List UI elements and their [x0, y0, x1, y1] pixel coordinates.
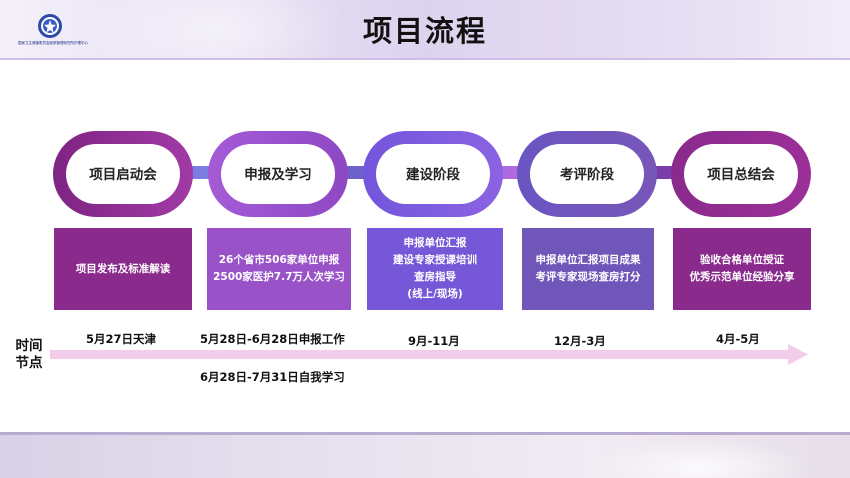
stage-detail-line: 26个省市506家单位申报: [218, 254, 340, 266]
stage-detail-line: 优秀示范单位经验分享: [689, 271, 795, 283]
footer-banner: [0, 432, 850, 478]
ring-1: [53, 131, 193, 217]
stage-detail-line: 考评专家现场查房打分: [535, 271, 641, 283]
stage-detail-3: 申报单位汇报 建设专家授课培训 查房指导 (线上/现场): [367, 228, 503, 310]
timeline-label-line: 节点: [15, 355, 43, 371]
ring-4: [517, 131, 657, 217]
stage-detail-line: 验收合格单位授证: [700, 254, 784, 266]
date-stage-3: 9月-11月: [408, 334, 460, 348]
stage-detail-2: 26个省市506家单位申报 2500家医护7.7万人次学习: [207, 228, 351, 310]
stage-label-1: 项目启动会: [89, 167, 157, 183]
stage-label-3: 建设阶段: [406, 167, 460, 183]
footer-decoration: [590, 438, 810, 478]
date-stage-2b: 6月28日-7月31日自我学习: [200, 370, 345, 384]
stage-detail-line: 申报单位汇报项目成果: [535, 254, 641, 266]
stage-label-4: 考评阶段: [560, 167, 614, 183]
stage-label-5: 项目总结会: [707, 167, 775, 183]
stage-detail-line: 建设专家授课培训: [393, 254, 477, 266]
date-stage-4: 12月-3月: [554, 334, 606, 348]
date-stage-1: 5月27日天津: [86, 332, 157, 346]
timeline-label: 时间 节点: [12, 338, 46, 372]
header-decoration: [90, 0, 350, 58]
timeline-arrow: [50, 344, 808, 365]
logo-text: 国家卫生健康委员会医院管理研究所护理中心: [18, 41, 88, 45]
stage-detail-line: 项目发布及标准解读: [75, 262, 171, 275]
stage-detail-line: (线上/现场): [407, 288, 463, 300]
timeline-label-line: 时间: [15, 338, 43, 354]
footer-divider: [0, 432, 850, 435]
stage-detail-line: 2500家医护7.7万人次学习: [213, 271, 345, 283]
stage-label-2: 申报及学习: [244, 167, 312, 183]
stage-detail-1: 项目发布及标准解读: [54, 228, 192, 310]
logo-emblem-icon: [38, 14, 62, 38]
header-banner: [0, 0, 850, 58]
date-stage-5: 4月-5月: [716, 332, 760, 346]
stage-detail-line: 查房指导: [414, 271, 456, 283]
stage-detail-4: 申报单位汇报项目成果 考评专家现场查房打分: [522, 228, 654, 310]
ring-2: [208, 131, 348, 217]
ring-3: [363, 131, 503, 217]
header-divider: [0, 58, 850, 60]
date-stage-2a: 5月28日-6月28日申报工作: [200, 332, 345, 346]
page-title: 项目流程: [362, 14, 487, 48]
stage-detail-5: 验收合格单位授证 优秀示范单位经验分享: [673, 228, 811, 310]
ring-5: [671, 131, 811, 217]
stage-detail-line: 申报单位汇报: [403, 237, 467, 249]
